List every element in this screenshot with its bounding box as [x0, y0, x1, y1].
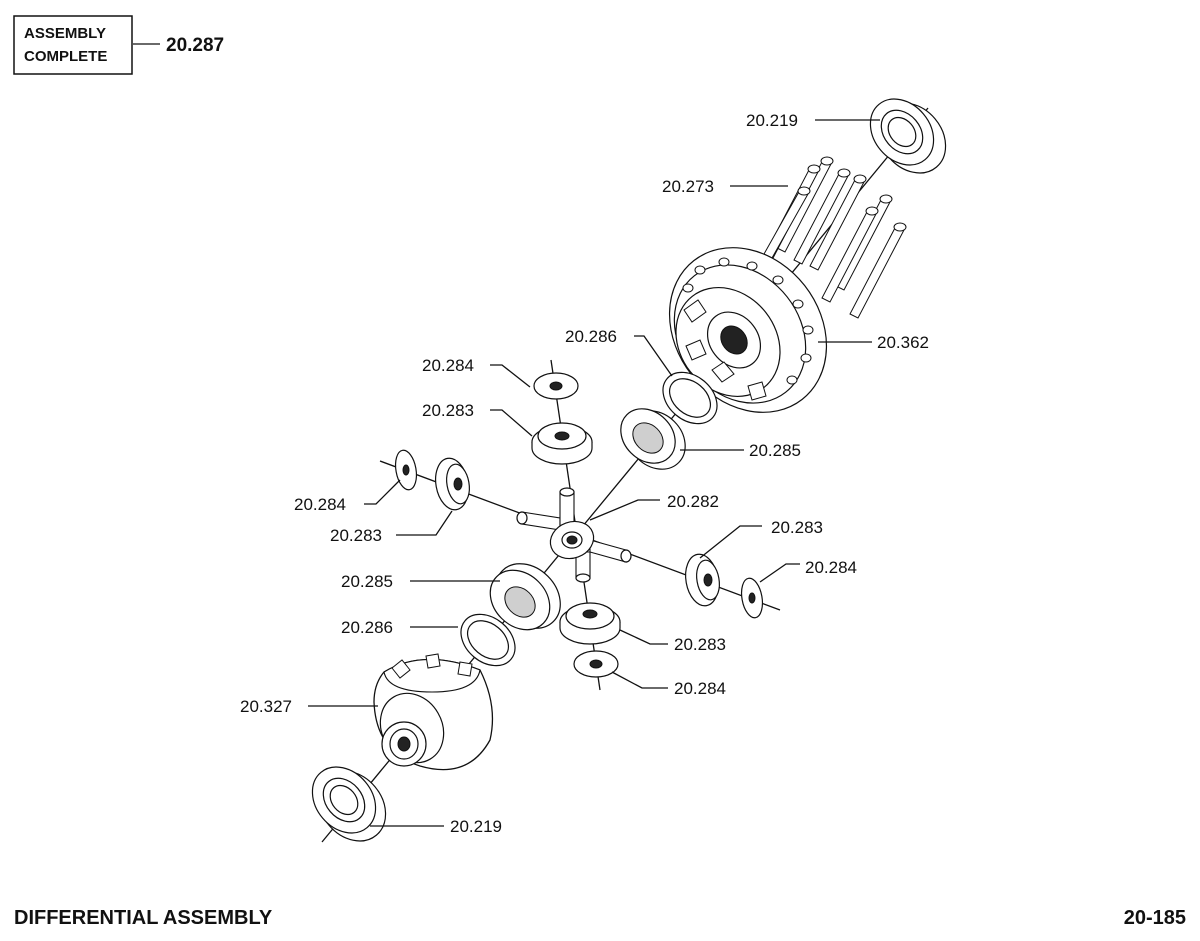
assembly-complete-box: ASSEMBLY COMPLETE 20.287: [13, 15, 224, 75]
footer-title: DIFFERENTIAL ASSEMBLY: [14, 907, 273, 929]
callout-20-284-b: 20.284: [294, 495, 346, 514]
box-line2: COMPLETE: [24, 48, 107, 65]
top-bearing: [869, 98, 947, 174]
callout-20-284-a: 20.284: [422, 356, 474, 375]
callout-20-283-d: 20.283: [674, 635, 726, 654]
callout-20-284-c: 20.284: [805, 558, 857, 577]
washer-284-upper: [533, 372, 579, 400]
callout-20-273: 20.273: [662, 177, 714, 196]
callout-20-286-top: 20.286: [565, 327, 617, 346]
callout-20-285-top: 20.285: [749, 441, 801, 460]
pinion-283-right: [685, 553, 720, 607]
washer-284-left: [394, 449, 418, 491]
spider-cross: [516, 487, 632, 583]
callout-20-362: 20.362: [877, 333, 929, 352]
thrust-washer-top: [662, 371, 718, 425]
callout-20-219-top: 20.219: [746, 111, 798, 130]
callout-20-284-d: 20.284: [674, 679, 726, 698]
pinion-283-lower: [559, 602, 621, 645]
washer-284-lower: [573, 650, 619, 678]
callout-20-286-bot: 20.286: [341, 618, 393, 637]
case-half: [373, 653, 494, 771]
callout-20-219-bot: 20.219: [450, 817, 502, 836]
bolt-set: [763, 156, 907, 319]
callout-20-283-b: 20.283: [330, 526, 382, 545]
side-gear-bottom: [489, 563, 561, 631]
callout-20-283-c: 20.283: [771, 518, 823, 537]
washer-284-right: [740, 577, 764, 619]
leader-lines: [308, 119, 880, 827]
flange-case: [668, 247, 828, 413]
box-line1: ASSEMBLY: [24, 25, 106, 42]
pinion-283-upper: [531, 422, 593, 465]
footer-page-number: 20-185: [1124, 907, 1186, 929]
callout-20-285-bot: 20.285: [341, 572, 393, 591]
bottom-bearing: [311, 766, 387, 842]
pinion-283-left: [435, 457, 470, 511]
callout-labels: 20.219 20.273 20.286 20.362 20.284 20.28…: [240, 111, 929, 836]
thrust-washer-bottom: [460, 613, 516, 667]
callout-20-327: 20.327: [240, 697, 292, 716]
callout-20-282: 20.282: [667, 492, 719, 511]
assembly-ref: 20.287: [166, 35, 224, 56]
side-gear-top: [620, 408, 686, 470]
callout-20-283-a: 20.283: [422, 401, 474, 420]
